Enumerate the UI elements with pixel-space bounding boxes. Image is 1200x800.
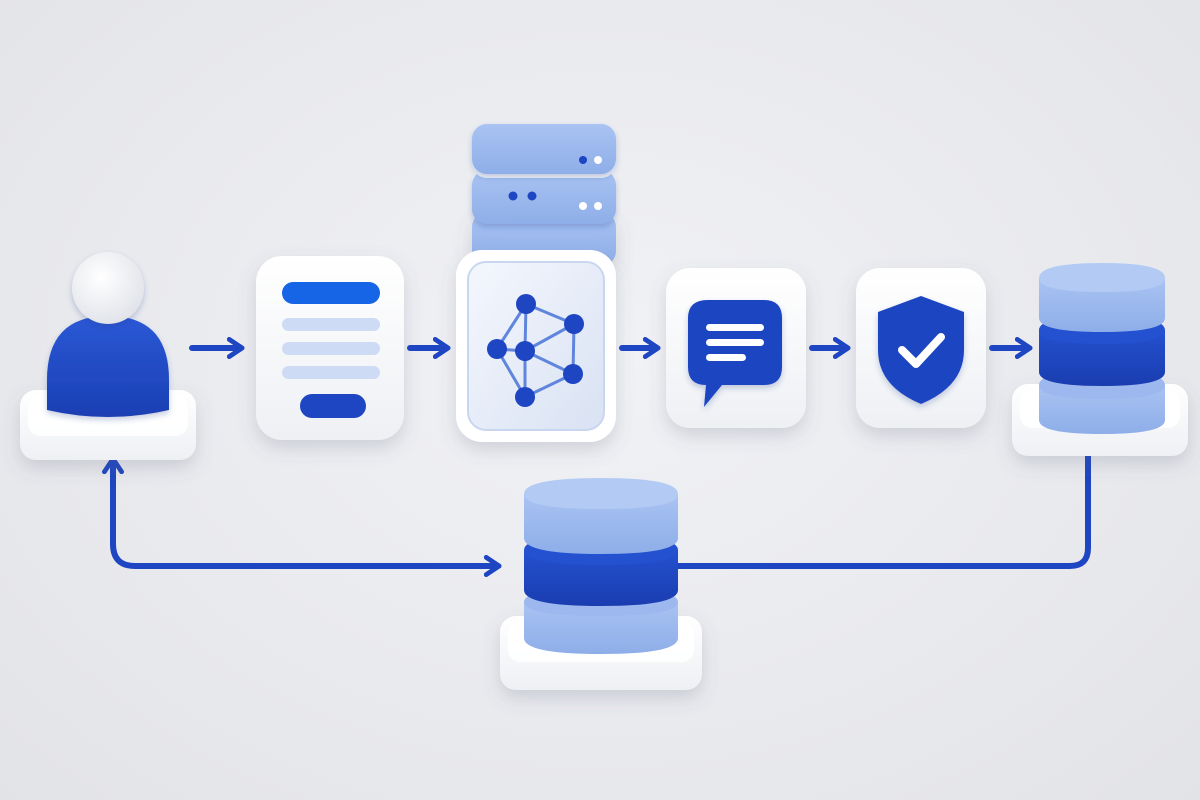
output-store-node: [1012, 263, 1188, 456]
user-node: [20, 252, 196, 460]
user-icon: [47, 252, 169, 417]
guardrail-node: [856, 268, 986, 428]
form-document-icon: [282, 282, 380, 418]
database-icon: [524, 478, 678, 654]
memory-store-node: [500, 478, 702, 690]
feedback-loop: [113, 452, 1091, 569]
database-icon: [1039, 263, 1165, 434]
edge-output-to-memory: [607, 452, 1091, 569]
response-node: [666, 268, 806, 428]
model-node: [456, 250, 616, 442]
server-stack-icon: [472, 124, 616, 266]
edge-memory-to-user: [113, 461, 497, 566]
shield-check-icon: [878, 296, 964, 404]
chat-bubble-icon: [688, 300, 782, 407]
form-node: [256, 256, 404, 440]
